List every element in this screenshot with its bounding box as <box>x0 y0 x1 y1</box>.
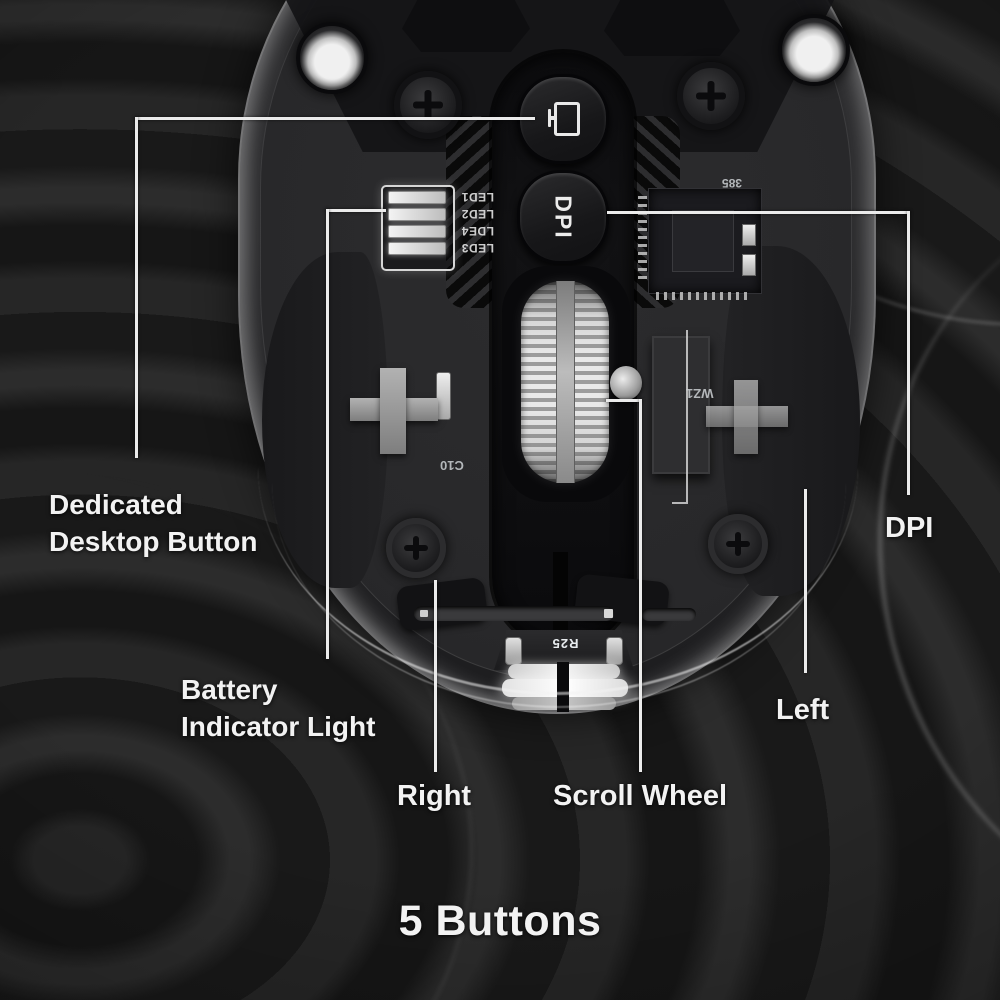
callout-line-battery-led <box>326 209 386 212</box>
label-dpi: DPI <box>885 512 934 544</box>
label-battery-indicator-light: Battery Indicator Light <box>181 671 375 745</box>
led-bar <box>388 191 446 204</box>
led-bar <box>388 225 446 238</box>
label-line: Dedicated <box>49 489 183 520</box>
callout-line-battery-led <box>326 209 329 659</box>
label-right-button: Right <box>397 780 472 812</box>
callout-line-scroll-wheel <box>639 399 642 772</box>
callout-line-left-button <box>804 489 807 673</box>
internal-hex-block <box>604 0 740 56</box>
dpi-button-label: DPI <box>550 194 577 240</box>
label-scroll-wheel: Scroll Wheel <box>553 780 728 812</box>
label-line: Battery <box>181 674 278 705</box>
callout-line-dpi <box>607 211 910 214</box>
label-line: Indicator Light <box>181 711 376 742</box>
callout-line-scroll-wheel <box>606 399 642 402</box>
smd-component <box>742 224 756 246</box>
shell-edge-highlight <box>272 256 846 708</box>
led-silkscreen-label: LED1 <box>461 190 494 204</box>
phillips-screw-icon <box>394 71 462 139</box>
screw-post-right <box>778 14 850 86</box>
footer-title: 5 Buttons <box>398 897 602 945</box>
label-line: Desktop Button <box>49 526 258 557</box>
chip-pins <box>638 196 647 284</box>
label-dedicated-desktop-button: Dedicated Desktop Button <box>49 486 257 560</box>
led-bar <box>388 208 446 221</box>
led-silkscreen-label: LDE4 <box>461 224 494 238</box>
callout-line-dpi <box>907 211 910 495</box>
screw-post-left <box>296 22 368 94</box>
callout-line-desktop-button <box>135 117 138 458</box>
led-silkscreen-label: LED2 <box>461 207 494 221</box>
callout-line-desktop-button <box>135 117 535 120</box>
callout-line-right-button <box>434 580 437 772</box>
pcb-silkscreen-text: 385 <box>722 176 743 190</box>
internal-hex-block <box>402 0 530 52</box>
led-bar <box>388 242 446 255</box>
phillips-screw-icon <box>677 62 745 130</box>
smd-component <box>742 254 756 276</box>
label-left-button: Left <box>776 694 830 726</box>
desktop-monitor-icon <box>544 101 582 137</box>
